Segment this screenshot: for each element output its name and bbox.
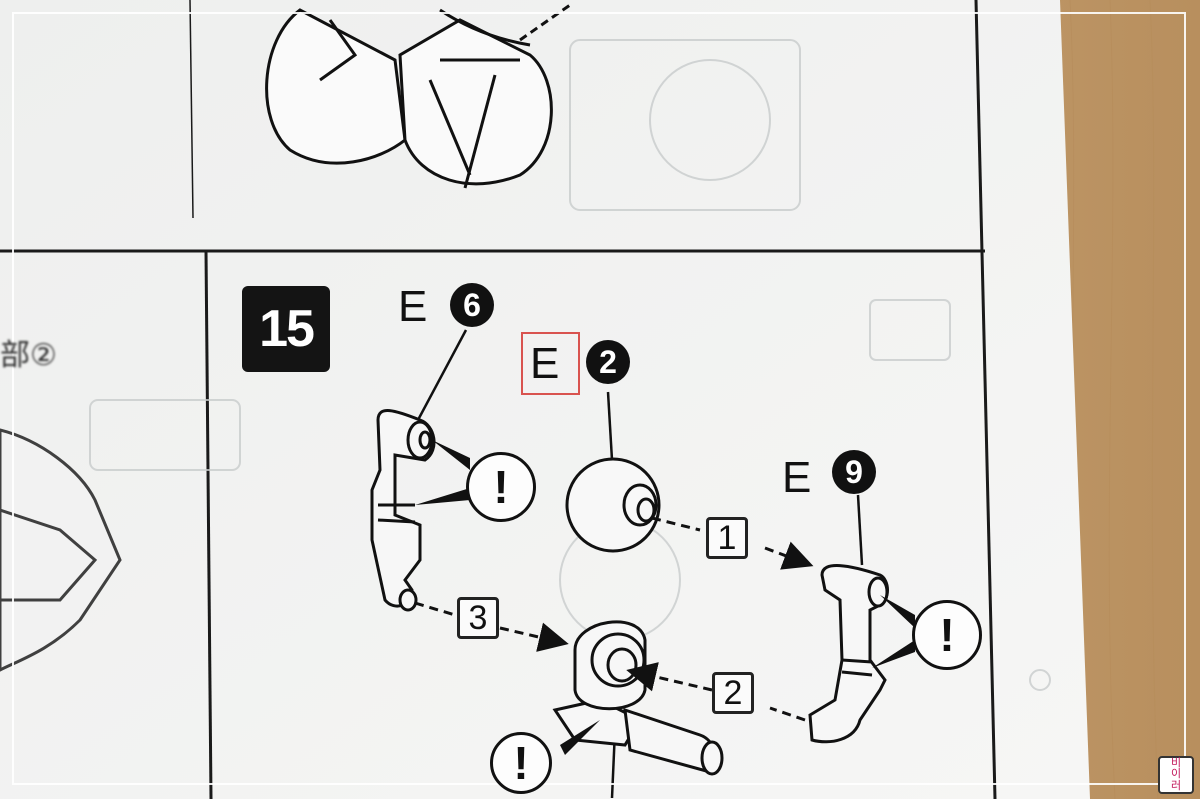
upper-panel-part bbox=[265, 8, 553, 189]
instruction-paper bbox=[0, 0, 1090, 799]
left-panel-part bbox=[0, 428, 122, 672]
part-e2-letter: E bbox=[530, 339, 560, 388]
part-e9 bbox=[808, 564, 889, 744]
part-e2-ball bbox=[565, 457, 661, 553]
warning-icon-e9: ! bbox=[912, 600, 982, 670]
e6-warn-pointer-2 bbox=[415, 488, 470, 505]
part-e9-letter: E bbox=[782, 453, 812, 502]
e9-warn-pointer-1 bbox=[880, 595, 915, 628]
e9-warn-pointer-2 bbox=[872, 640, 915, 668]
part-e9-number: 9 bbox=[832, 450, 876, 494]
panel-borders bbox=[0, 0, 997, 799]
part-e2-letter-highlight bbox=[521, 332, 580, 395]
assembly-step-3: 3 bbox=[457, 597, 499, 639]
part-e6-letter: E bbox=[398, 282, 428, 331]
e6-warn-pointer-1 bbox=[432, 440, 470, 470]
joint-warn-pointer bbox=[560, 720, 600, 755]
watermark-char-2: 이 bbox=[1170, 768, 1182, 781]
part-e6 bbox=[370, 409, 436, 612]
warning-icon-joint: ! bbox=[490, 732, 552, 794]
part-e2-number: 2 bbox=[586, 340, 630, 384]
assembly-arrows bbox=[414, 516, 814, 722]
warning-icon-e6: ! bbox=[466, 452, 536, 522]
assembly-step-1: 1 bbox=[706, 517, 748, 559]
upper-dashed-line bbox=[519, 3, 571, 42]
assembly-step-2: 2 bbox=[712, 672, 754, 714]
watermark-logo: 비 이 러 bbox=[1158, 756, 1194, 794]
watermark-char-1: 비 bbox=[1170, 756, 1182, 769]
left-panel-caption: 部② bbox=[0, 338, 57, 373]
watermark-char-3: 러 bbox=[1170, 779, 1182, 792]
step-number-badge: 15 bbox=[242, 286, 330, 372]
part-e6-number: 6 bbox=[450, 283, 494, 327]
